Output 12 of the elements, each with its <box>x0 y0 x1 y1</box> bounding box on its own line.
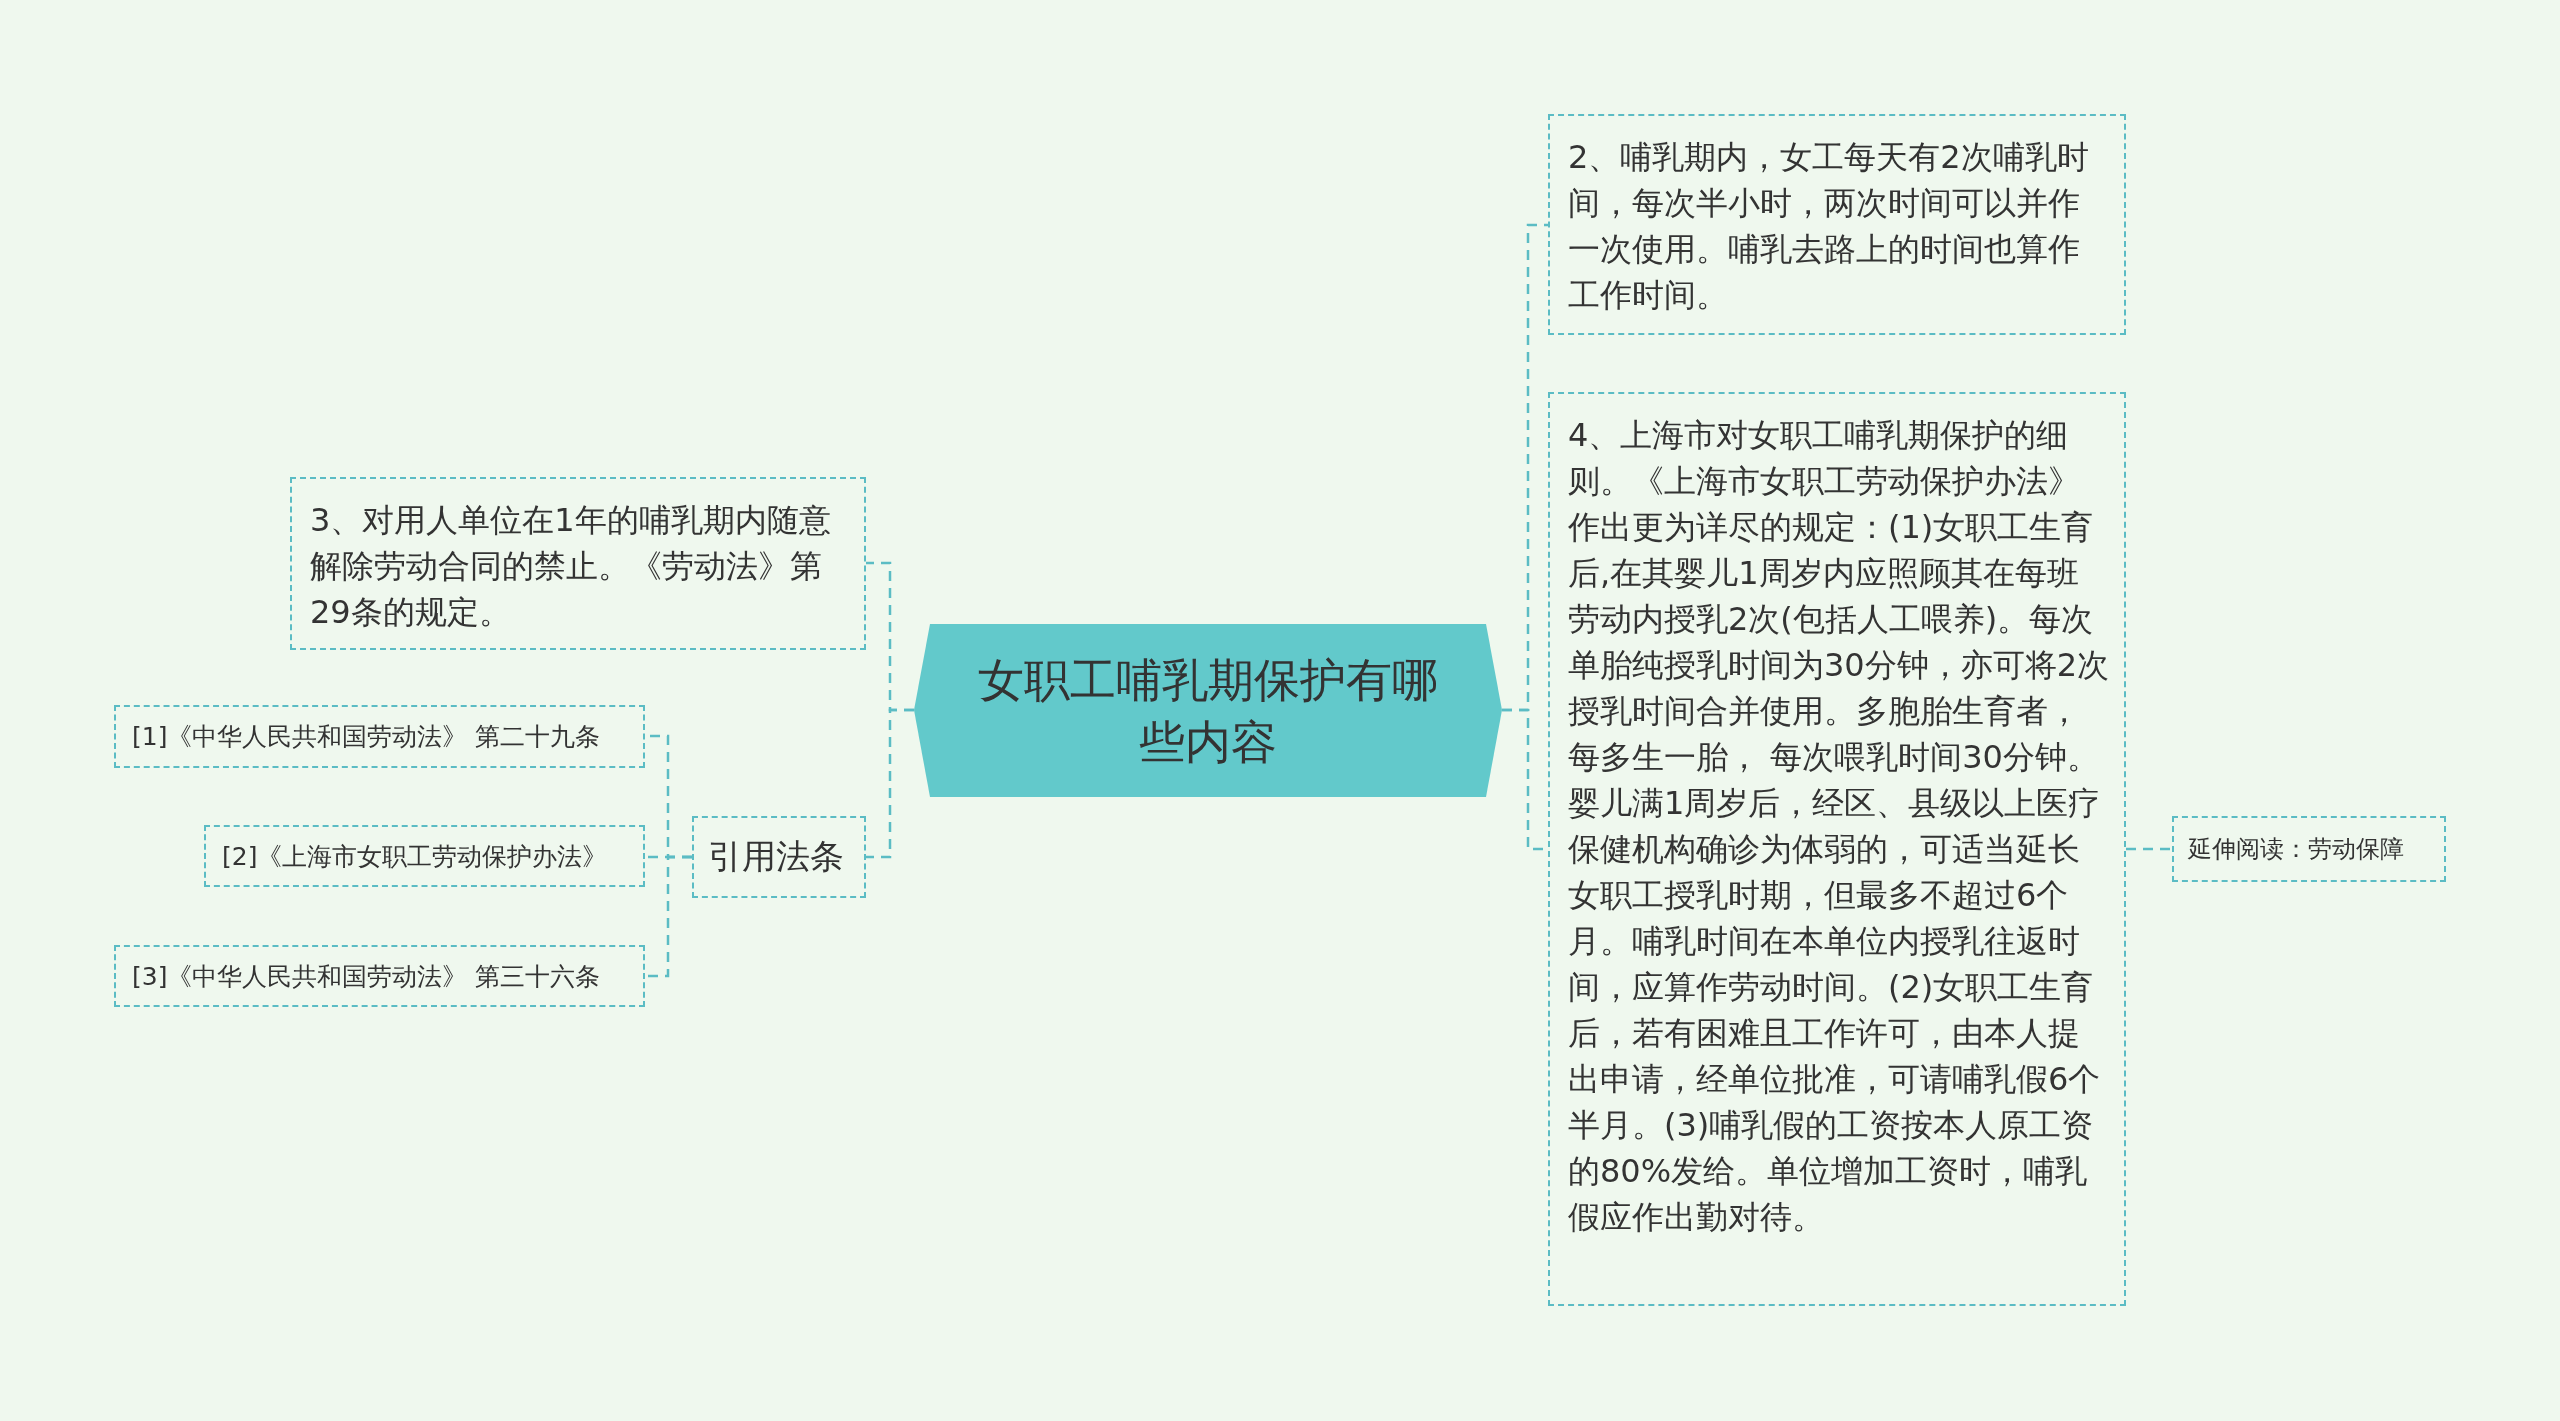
reference-box: [3]《中华人民共和国劳动法》 第三十六条 <box>114 945 645 1007</box>
connector <box>645 855 692 978</box>
link-box: 延伸阅读：劳动保障 <box>2172 816 2446 882</box>
topic-box: 3、对用人单位在1年的哺乳期内随意解除劳动合同的禁止。《劳动法》第29条的规定。 <box>290 477 866 650</box>
connector <box>866 708 914 859</box>
topic-box: 4、上海市对女职工哺乳期保护的细则。《上海市女职工劳动保护办法》作出更为详尽的规定：(1)女职工生育后,在其婴儿1周岁内应照顾其在每班劳动内授乳2次(包括人工喂养)。每次单胎纯授乳时间为30分钟，亦可将2次授乳时间合并使用。多胞胎生育者，每多生一胎， 每次喂乳时间30分钟。婴儿满1周岁后，经区、县级以上医疗保健机构确诊为体弱的，可适当延长女职工授乳时期，但最多不超过6个月。哺乳时间在本单位内授乳往返时间，应算作劳动时间。(2)女职工生育后，若有困难且工作许可，由本人提出申请，经单位批准，可请哺乳假6个半月。(3)哺乳假的工资按本人原工资的80%发给。单位增加工资时，哺乳假应作出勤对待。 <box>1548 392 2126 1306</box>
topic-box: 2、哺乳期内，女工每天有2次哺乳时间，每次半小时，两次时间可以并作一次使用。哺乳去路上的时间也算作工作时间。 <box>1548 114 2126 335</box>
reference-box: [2]《上海市女职工劳动保护办法》 <box>204 825 645 887</box>
central-topic: 女职工哺乳期保护有哪些内容 <box>914 624 1502 797</box>
reference-box: [1]《中华人民共和国劳动法》 第二十九条 <box>114 705 645 768</box>
connector <box>2126 847 2172 851</box>
topic-box: 引用法条 <box>692 816 866 898</box>
